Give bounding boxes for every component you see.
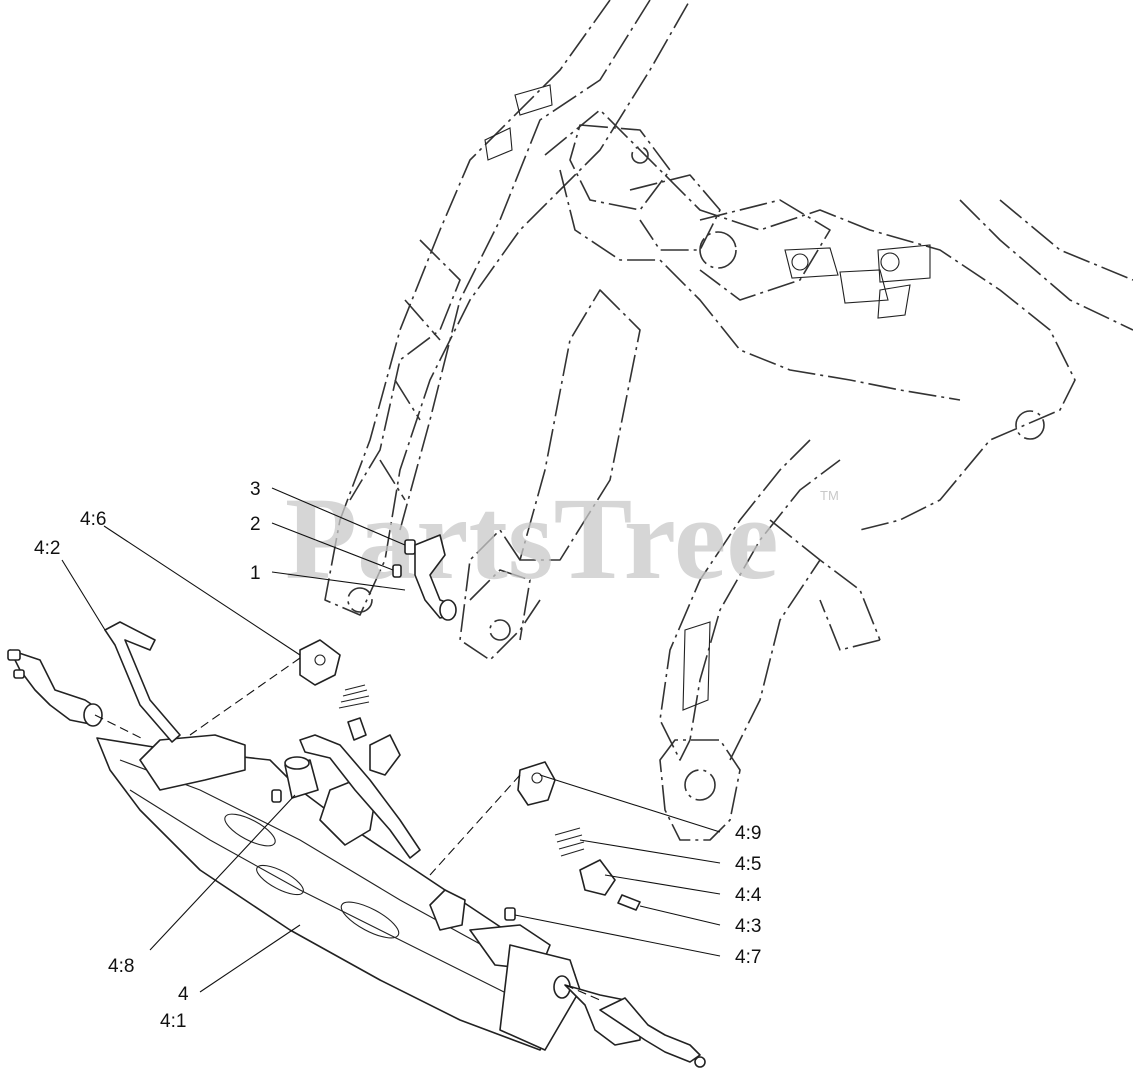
upper-latch-spring-group (299, 639, 401, 776)
handle-part-4-2 (104, 621, 181, 743)
callout-3: 3 (250, 479, 261, 500)
grease-fitting-part-2 (392, 564, 402, 578)
callout-4-8: 4:8 (108, 956, 134, 977)
left-latch-assembly (7, 621, 421, 859)
alignment-lines (94, 657, 601, 1001)
coupler-plate-assembly (96, 734, 706, 1068)
leader-lines (61, 487, 721, 993)
callout-labels: 3 2 1 4:6 4:2 4:9 4:5 4:4 4:3 4:7 4:8 4 … (34, 479, 762, 1032)
callout-4-9: 4:9 (735, 823, 761, 844)
latch-block-part-4-6 (299, 639, 341, 686)
callout-4-7: 4:7 (735, 947, 761, 968)
watermark-partstree: PartsTree (285, 473, 779, 604)
right-latch-spring-group (517, 761, 641, 911)
callout-4-6: 4:6 (80, 509, 106, 530)
callout-4-5: 4:5 (735, 854, 761, 875)
callout-4-2: 4:2 (34, 538, 60, 559)
watermark-trademark: TM (820, 488, 839, 503)
callout-4-4: 4:4 (735, 885, 762, 906)
pivot-pin-assembly (392, 534, 457, 621)
latch-cam-part-4-4 (579, 859, 616, 896)
bolt-part-3 (404, 539, 416, 555)
roll-pin-part-4-3 (617, 894, 641, 911)
loader-arm-frame (324, 0, 1133, 841)
callout-2: 2 (250, 514, 261, 535)
callout-1: 1 (250, 563, 261, 584)
spring-part-4-5 (554, 827, 585, 857)
grease-fitting-part-4-7 (504, 907, 516, 921)
callout-4-3: 4:3 (735, 916, 761, 937)
callout-4: 4 (178, 984, 189, 1005)
callout-4-1: 4:1 (160, 1011, 186, 1032)
